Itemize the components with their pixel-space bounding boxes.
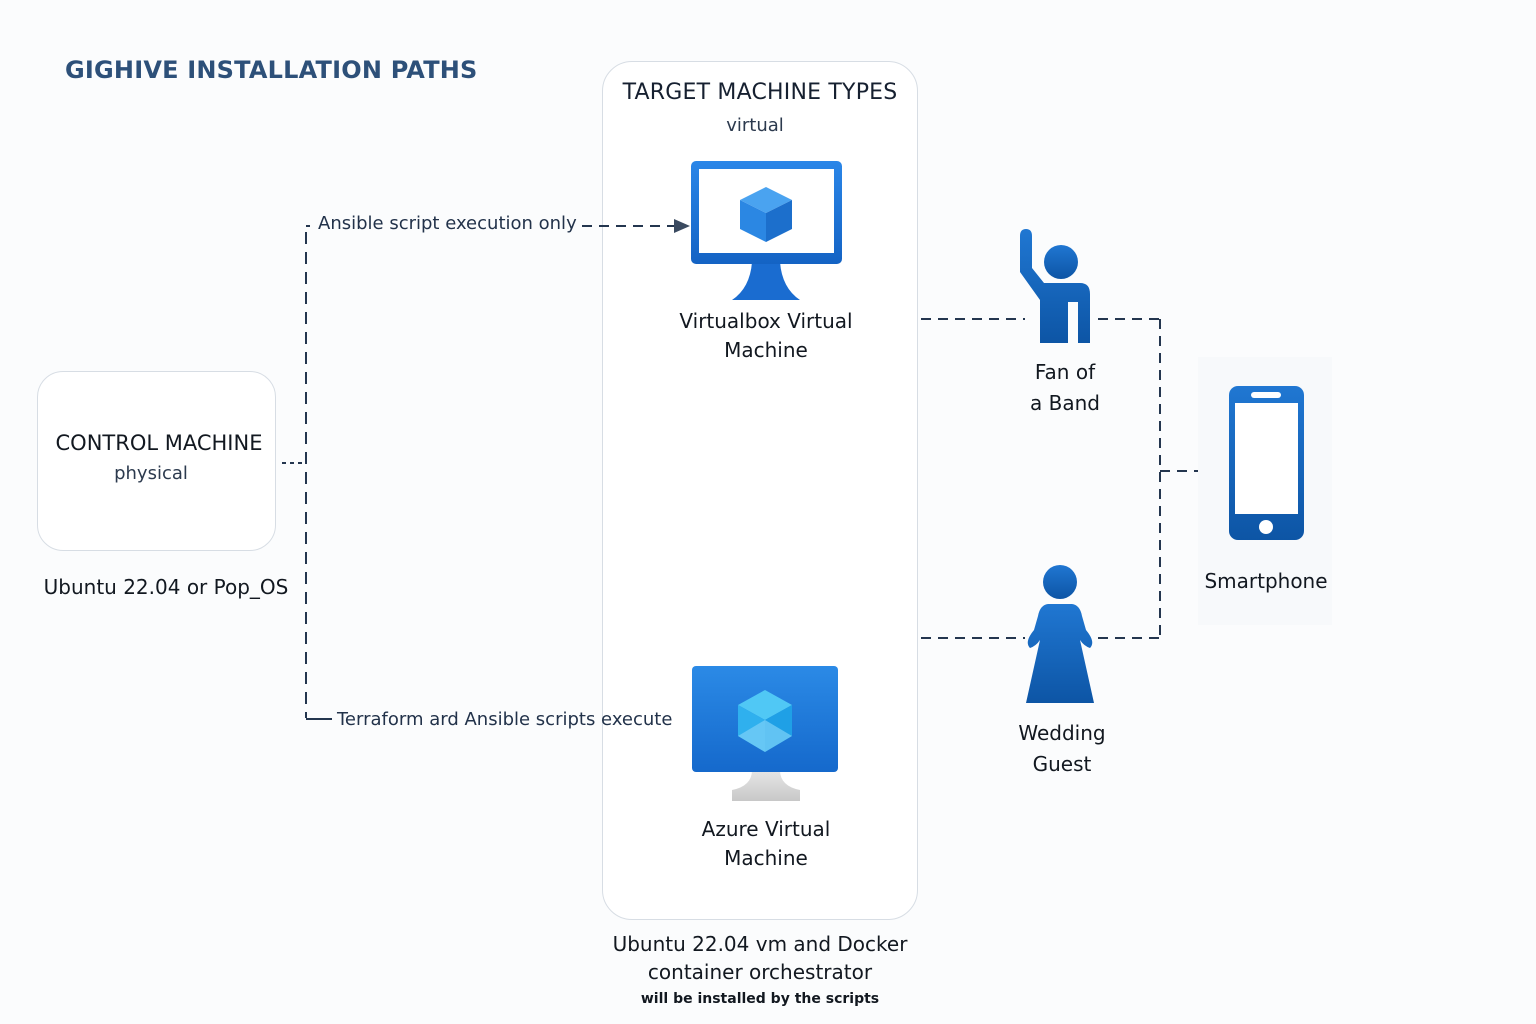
fan-label: Fan of a Band [985,357,1145,419]
azure-vm-label-line2: Machine [724,846,808,870]
edge-label-terraform-ansible: Terraform ard Ansible scripts execute [337,709,673,730]
fan-label-line1: Fan of [1034,360,1096,384]
person-dress-icon[interactable] [1026,565,1094,703]
control-machine-title: CONTROL MACHINE [55,431,263,455]
target-machines-subtitle: virtual [726,115,784,136]
control-machine-subtitle: physical [114,463,188,484]
smartphone-label: Smartphone [1204,569,1328,593]
azure-vm-monitor-icon[interactable] [692,666,838,801]
target-footer-note: will be installed by the scripts [640,991,880,1007]
control-machine-box[interactable] [37,371,276,551]
virtualbox-vm-label-line1: Virtualbox Virtual [679,309,853,333]
arrowhead-icon [674,219,690,233]
control-machine-os: Ubuntu 22.04 or Pop_OS [43,575,289,599]
users-to-smartphone-connector [921,318,1198,639]
control-to-targets-connector [282,225,676,720]
azure-vm-label: Azure Virtual Machine [636,815,896,873]
wedding-guest-label-line2: Guest [1032,752,1092,776]
target-footer-line2: container orchestrator [647,960,873,984]
diagram-title: GIGHIVE INSTALLATION PATHS [65,56,478,84]
azure-vm-label-line1: Azure Virtual [701,817,831,841]
wedding-guest-label: Wedding Guest [982,718,1142,780]
virtualbox-monitor-icon[interactable] [691,161,842,300]
virtualbox-vm-label-line2: Machine [724,338,808,362]
wedding-guest-label-line1: Wedding [1018,721,1106,745]
virtualbox-vm-label: Virtualbox Virtual Machine [636,307,896,365]
smartphone-icon[interactable] [1229,386,1304,540]
fan-label-line2: a Band [1030,391,1100,415]
target-machines-title: TARGET MACHINE TYPES [622,80,898,105]
person-raised-hand-icon[interactable] [1020,229,1090,343]
target-footer-line1: Ubuntu 22.04 vm and Docker [612,932,908,956]
edge-label-ansible-only: Ansible script execution only [318,213,577,234]
target-footer: Ubuntu 22.04 vm and Docker container orc… [560,930,960,986]
